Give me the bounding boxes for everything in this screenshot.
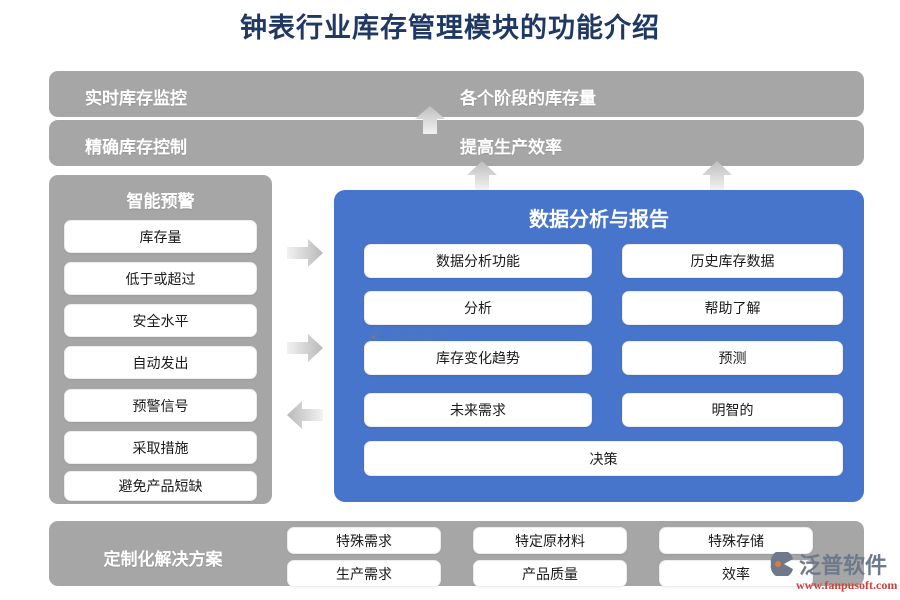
alert-item-inventory-level[interactable]: 库存量 [64,220,257,253]
top-bar-2 [49,120,864,166]
top-bar-2-left-label: 精确库存控制 [85,138,187,157]
analysis-box-decision[interactable]: 决策 [364,441,843,476]
alert-panel-title: 智能预警 [126,192,195,211]
top-bar-1 [49,71,864,117]
alert-item-take-action[interactable]: 采取措施 [64,431,257,464]
custom-solution-label: 定制化解决方案 [103,550,223,569]
analysis-box-data-analysis-function[interactable]: 数据分析功能 [364,244,592,278]
analysis-box-informed[interactable]: 明智的 [622,393,843,427]
analysis-box-inventory-trend[interactable]: 库存变化趋势 [364,341,592,375]
alert-item-below-or-above[interactable]: 低于或超过 [64,262,257,295]
arrow-up-stage [414,105,446,135]
analysis-box-forecast[interactable]: 预测 [622,341,843,375]
analysis-box-historical-data[interactable]: 历史库存数据 [622,244,843,278]
alert-item-warning-signal[interactable]: 预警信号 [64,389,257,422]
analysis-box-analysis[interactable]: 分析 [364,291,592,325]
arrow-right-middle [286,333,324,363]
arrow-up-right-blue [701,160,733,192]
analysis-box-help-understand[interactable]: 帮助了解 [622,291,843,325]
analysis-panel-title: 数据分析与报告 [529,209,669,231]
custom-box-product-quality[interactable]: 产品质量 [473,560,627,587]
custom-box-production-demand[interactable]: 生产需求 [287,560,441,587]
alert-item-auto-issue[interactable]: 自动发出 [64,346,257,379]
alert-item-safety-level[interactable]: 安全水平 [64,304,257,337]
arrow-up-left-blue [466,160,498,192]
arrow-left-bottom [286,400,324,430]
top-bar-1-left-label: 实时库存监控 [85,89,187,108]
top-bar-2-right-label: 提高生产效率 [460,138,562,157]
custom-box-special-demand[interactable]: 特殊需求 [287,527,441,554]
custom-box-specific-material[interactable]: 特定原材料 [473,527,627,554]
arrow-right-top [286,238,324,268]
custom-box-special-storage[interactable]: 特殊存储 [659,527,813,554]
page-title: 钟表行业库存管理模块的功能介绍 [240,13,660,43]
analysis-box-future-demand[interactable]: 未来需求 [364,393,592,427]
custom-box-efficiency[interactable]: 效率 [659,560,813,587]
top-bar-1-right-label: 各个阶段的库存量 [460,89,596,108]
alert-item-avoid-shortage[interactable]: 避免产品短缺 [64,471,257,501]
